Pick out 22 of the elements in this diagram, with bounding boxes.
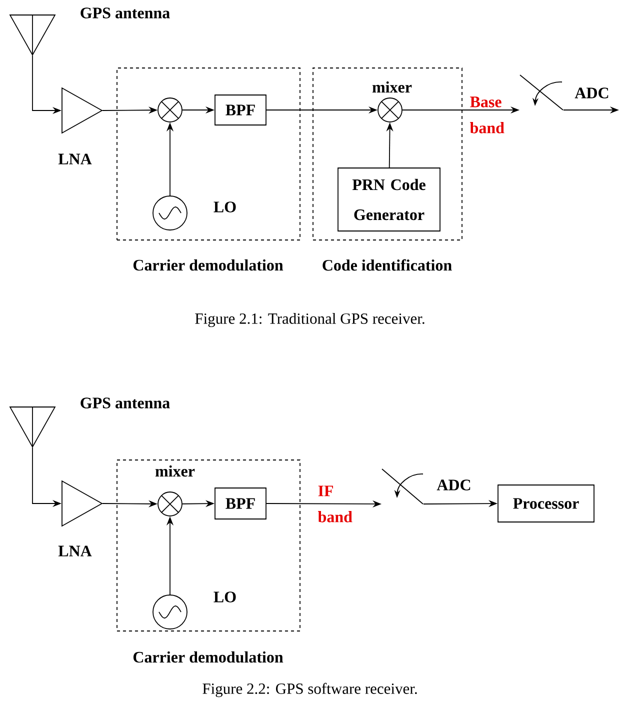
component-label: ADC [436, 480, 470, 490]
block-box: BPF [214, 94, 266, 126]
component-label: mixer [155, 465, 195, 477]
block-box: BPF [214, 488, 266, 520]
antenna-label: GPS antenna [80, 398, 170, 408]
component-label: mixer [372, 81, 412, 93]
figure-caption: Figure 2.2: GPS software receiver. [202, 682, 417, 698]
antenna-label: GPS antenna [80, 8, 170, 18]
component-label: LNA [58, 546, 92, 556]
mixer-symbol [158, 98, 182, 122]
component-label: ADC [574, 88, 608, 98]
block-box: Processor [498, 484, 594, 522]
component-label: LO [214, 202, 236, 212]
group-label: Code identification [322, 259, 452, 271]
edge-label: Base band [470, 96, 504, 134]
group-label: Carrier demodulation [133, 259, 284, 271]
component-label: LNA [58, 154, 92, 164]
block-box: PRN Code Generator [338, 168, 440, 232]
edge-label: IF band [318, 486, 352, 522]
component-label: LO [214, 592, 236, 602]
figure-caption: Figure 2.1: Traditional GPS receiver. [195, 312, 424, 328]
group-label: Carrier demodulation [133, 651, 284, 663]
